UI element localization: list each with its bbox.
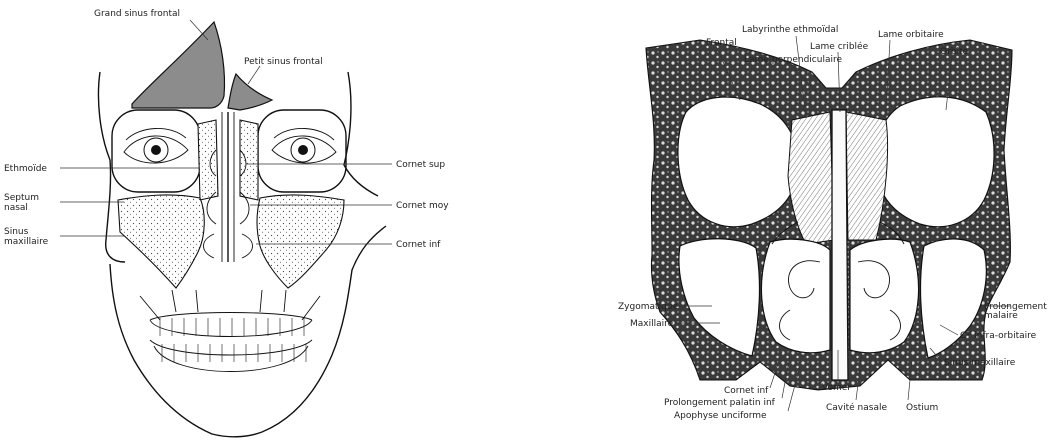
label-ostium: Ostium (906, 403, 938, 413)
label-ethmoide: Ethmoïde (4, 164, 47, 174)
label-zygomatique: Zygomatique (618, 302, 678, 312)
ethmoid-cells-left (198, 120, 218, 200)
label-sinus-max-line1: Sinus (4, 227, 29, 237)
label-maxillaire: Maxillaire (630, 319, 674, 329)
label-grand-sinus-frontal: Grand sinus frontal (94, 9, 180, 19)
label-cornet-inf-right: Cornet inf (724, 386, 769, 396)
label-septum-line2: nasal (4, 203, 28, 213)
label-canal-infra-orbitaire: Cᵃˡ infra-orbitaire (960, 331, 1037, 341)
label-frontal: Frontal (706, 38, 737, 48)
label-vomer: Vomer (822, 383, 851, 393)
nasal-cavity-right (850, 239, 919, 353)
label-sinus-max-line2: maxillaire (4, 237, 49, 247)
ethmoid-cells-right (240, 120, 258, 200)
grand-sinus-frontal-shape (132, 22, 225, 108)
label-petit-sinus-frontal: Petit sinus frontal (244, 57, 323, 67)
right-eye (272, 128, 336, 163)
label-labyrinthe: Labyrinthe ethmoïdal (742, 25, 838, 35)
label-lame-criblee: Lame criblée (810, 41, 869, 52)
label-lame-orbitaire: Lame orbitaire (878, 30, 944, 40)
sinus-maxillaire-right (257, 195, 344, 288)
label-apophyse-unciforme: Apophyse unciforme (674, 411, 767, 421)
label-lame-perpendiculaire: Lame perpendiculaire (744, 55, 842, 65)
label-prolongement-palatin: Prolongement palatin inf (664, 398, 776, 408)
label-cornet-moy: Cornet moy (396, 201, 449, 211)
label-cornet-sup: Cornet sup (396, 160, 445, 170)
vomer-septum (832, 110, 848, 380)
left-eye (124, 128, 188, 163)
label-sinus-maxillaire: Sinus maxillaire (944, 358, 1016, 368)
petit-sinus-frontal-shape (228, 74, 272, 110)
teeth (150, 313, 312, 372)
sinus-maxillaire-left (118, 195, 204, 288)
right-orbit-section (876, 97, 994, 227)
label-cavite-nasale: Cavité nasale (826, 402, 887, 413)
label-cornet-inf: Cornet inf (396, 240, 441, 250)
label-septum-line1: Septum (4, 193, 39, 203)
label-prolongement-malaire-2: malaire (984, 311, 1018, 321)
right-section-diagram (646, 40, 1012, 390)
label-orbite: Orbite (940, 47, 969, 57)
